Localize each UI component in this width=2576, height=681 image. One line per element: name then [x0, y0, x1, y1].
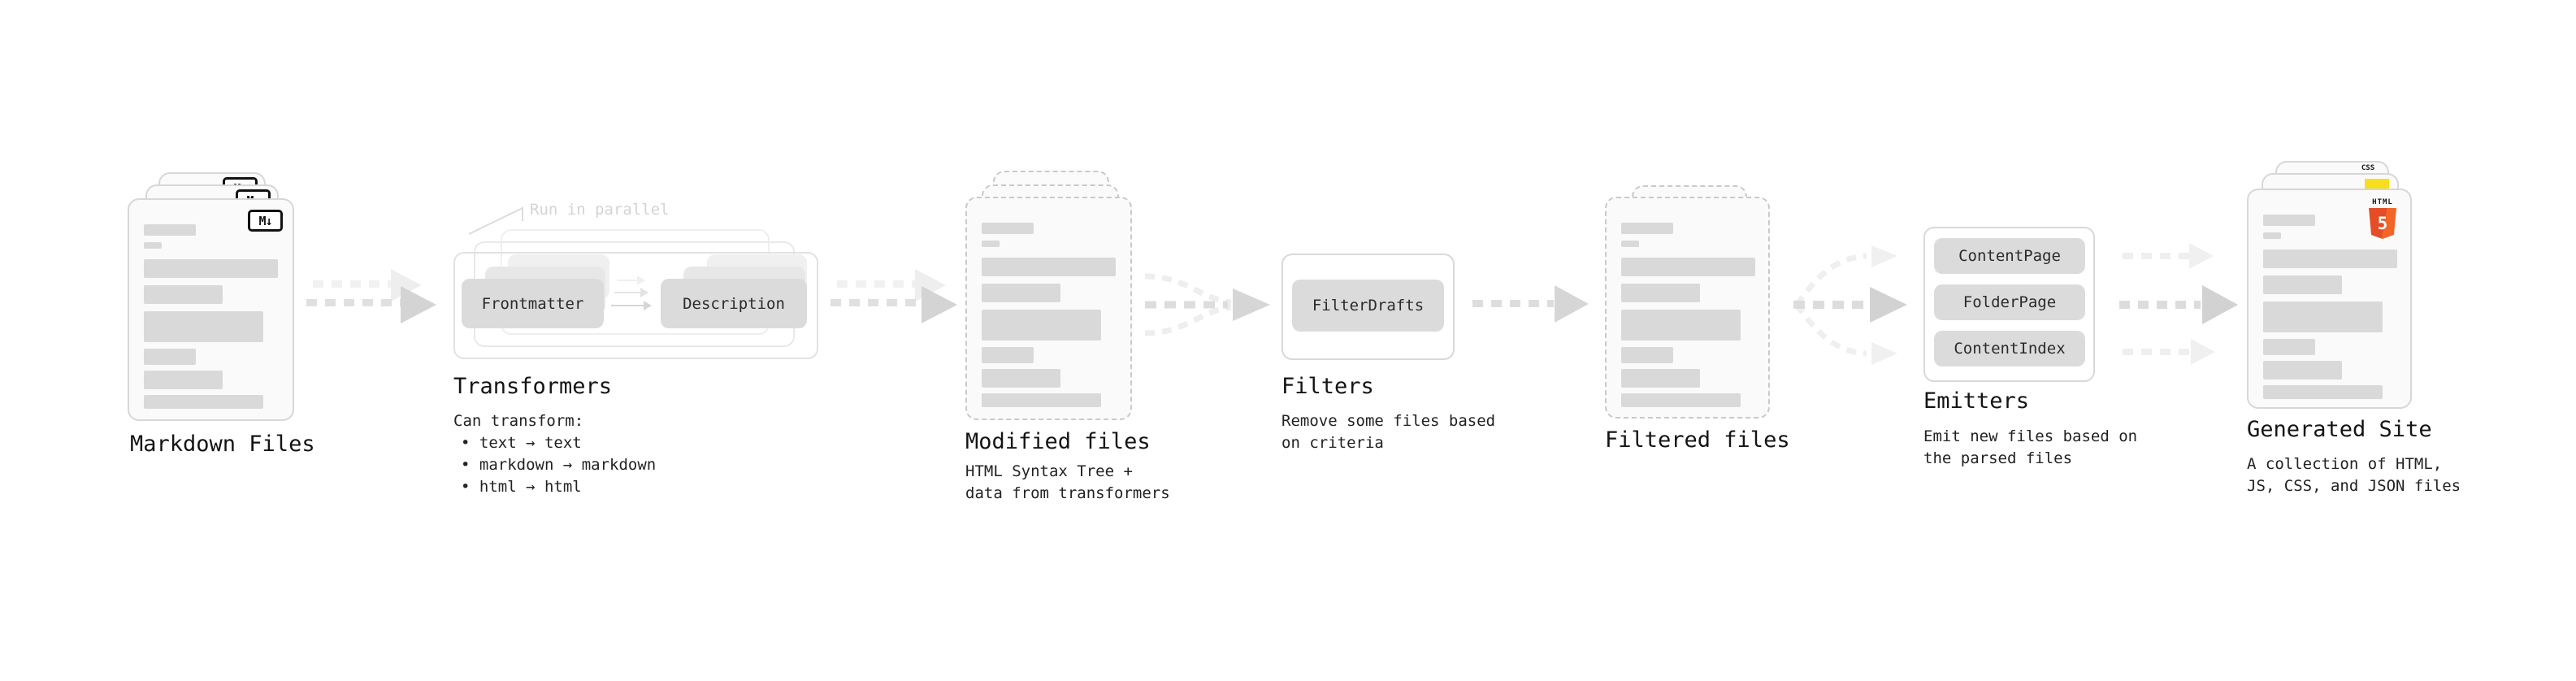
- generated-site-label: Generated Site: [2247, 417, 2432, 442]
- modified-files-desc: data from transformers: [965, 484, 1170, 502]
- markdown-icon: M↓: [248, 210, 283, 232]
- callout-line: [468, 206, 523, 235]
- emitters-desc: Emit new files based on: [1923, 427, 2138, 445]
- folderpage-pill: FolderPage: [1934, 284, 2085, 320]
- can-transform-title: Can transform:: [453, 412, 584, 430]
- emitters-label: Emitters: [1923, 388, 2030, 414]
- transform-arrow: [618, 275, 645, 285]
- transformer-frame-front: [453, 252, 818, 359]
- emitters-desc: the parsed files: [1923, 449, 2073, 467]
- filtered-files-label: Filtered files: [1605, 427, 1790, 453]
- frontmatter-pill: Frontmatter: [462, 279, 604, 328]
- transform-bullet: • markdown → markdown: [461, 456, 657, 474]
- generated-file-card-html: HTML 5: [2247, 189, 2412, 409]
- transform-arrow: [614, 288, 648, 297]
- filters-desc: on criteria: [1281, 434, 1384, 452]
- filters-label: Filters: [1281, 374, 1374, 399]
- modified-files-desc: HTML Syntax Tree +: [965, 462, 1133, 480]
- css-icon: CSS: [2361, 164, 2375, 172]
- markdown-file-card-front: M↓: [128, 198, 294, 421]
- generated-site-desc: A collection of HTML,: [2247, 455, 2443, 473]
- text-placeholder-bars: [982, 223, 1116, 407]
- contentpage-pill: ContentPage: [1934, 238, 2085, 274]
- markdown-files-label: Markdown Files: [130, 432, 315, 457]
- filters-desc: Remove some files based: [1281, 412, 1496, 430]
- text-placeholder-bars: [1621, 223, 1755, 407]
- generated-site-desc: JS, CSS, and JSON files: [2247, 477, 2461, 495]
- modified-file-card-front: [965, 197, 1132, 420]
- html5-icon: HTML 5: [2365, 198, 2400, 239]
- contentindex-pill: ContentIndex: [1934, 331, 2085, 367]
- transformers-label: Transformers: [453, 374, 613, 399]
- arrow-filtered-to-emitters: [1793, 245, 1907, 365]
- transform-bullet: • html → html: [461, 478, 582, 496]
- text-placeholder-bars: [144, 224, 278, 409]
- filtered-file-card-front: [1605, 197, 1770, 419]
- js-icon: [2365, 179, 2389, 191]
- modified-files-label: Modified files: [965, 429, 1151, 454]
- transform-bullet: • text → text: [461, 434, 582, 452]
- text-placeholder-bars: [2263, 215, 2397, 399]
- arrow-modified-to-filters: [1144, 273, 1270, 336]
- transform-arrow: [611, 301, 652, 310]
- description-pill: Description: [661, 279, 807, 328]
- run-in-parallel-note: Run in parallel: [530, 201, 670, 219]
- filterdrafts-pill: FilterDrafts: [1292, 280, 1444, 332]
